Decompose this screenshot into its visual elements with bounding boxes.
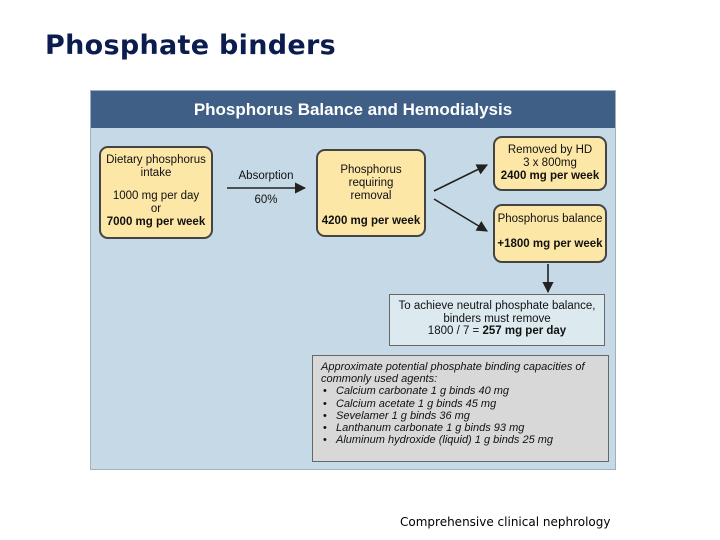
dietary-intake-box: Dietary phosphorus intake 1000 mg per da…	[99, 146, 213, 239]
dietary-weekly-intake: 7000 mg per week	[106, 216, 206, 228]
agents-list: Calcium carbonate 1 g binds 40 mg Calciu…	[321, 385, 600, 446]
neutral-line-2: binders must remove	[443, 312, 551, 325]
dietary-line-2: intake	[140, 167, 172, 179]
removed-line-2: 3 x 800mg	[523, 157, 577, 169]
dietary-line-3: 1000 mg per day	[112, 190, 200, 202]
balance-line-1: Phosphorus balance	[497, 213, 603, 225]
absorption-label: Absorption	[238, 170, 294, 182]
removed-by-hd-box: Removed by HD 3 x 800mg 2400 mg per week	[493, 136, 607, 191]
agent-item: Lanthanum carbonate 1 g binds 93 mg	[321, 422, 600, 434]
phosphorus-balance-box: Phosphorus balance +1800 mg per week	[493, 204, 607, 263]
removed-weekly-amount: 2400 mg per week	[500, 170, 600, 182]
balance-weekly-amount: +1800 mg per week	[497, 238, 603, 250]
agents-intro-line-1: Approximate potential phosphate binding …	[321, 361, 585, 373]
neutral-balance-box: To achieve neutral phosphate balance, bi…	[389, 294, 605, 346]
requiring-line-2: requiring	[348, 177, 394, 189]
removed-line-1: Removed by HD	[507, 144, 593, 156]
phosphorus-balance-diagram: Phosphorus Balance and Hemodialysis Diet…	[90, 90, 616, 470]
binding-capacities-box: Approximate potential phosphate binding …	[312, 355, 609, 462]
agent-item: Calcium carbonate 1 g binds 40 mg	[321, 385, 600, 397]
neutral-line-1: To achieve neutral phosphate balance,	[398, 300, 596, 312]
neutral-daily-amount: 257 mg per day	[482, 325, 567, 337]
requiring-weekly-amount: 4200 mg per week	[321, 215, 421, 227]
dietary-line-1: Dietary phosphorus	[106, 154, 206, 166]
neutral-calc: 1800 / 7 =	[427, 325, 483, 337]
arrow-to-removed	[433, 164, 489, 192]
agent-item: Sevelamer 1 g binds 36 mg	[321, 410, 600, 422]
requiring-line-3: removal	[350, 190, 392, 202]
arrow-to-balance	[433, 198, 488, 232]
slide-title: Phosphate binders	[45, 30, 336, 61]
dietary-line-4: or	[150, 203, 162, 215]
diagram-title: Phosphorus Balance and Hemodialysis	[91, 91, 615, 128]
agents-intro-line-2: commonly used agents:	[321, 373, 438, 386]
source-citation: Comprehensive clinical nephrology	[400, 515, 611, 529]
agent-item: Calcium acetate 1 g binds 45 mg	[321, 398, 600, 410]
agent-item: Aluminum hydroxide (liquid) 1 g binds 25…	[321, 434, 600, 446]
phosphorus-requiring-removal-box: Phosphorus requiring removal 4200 mg per…	[316, 149, 426, 237]
requiring-line-1: Phosphorus	[340, 164, 402, 176]
absorption-percent: 60%	[254, 194, 278, 206]
arrow-layer	[227, 164, 554, 294]
